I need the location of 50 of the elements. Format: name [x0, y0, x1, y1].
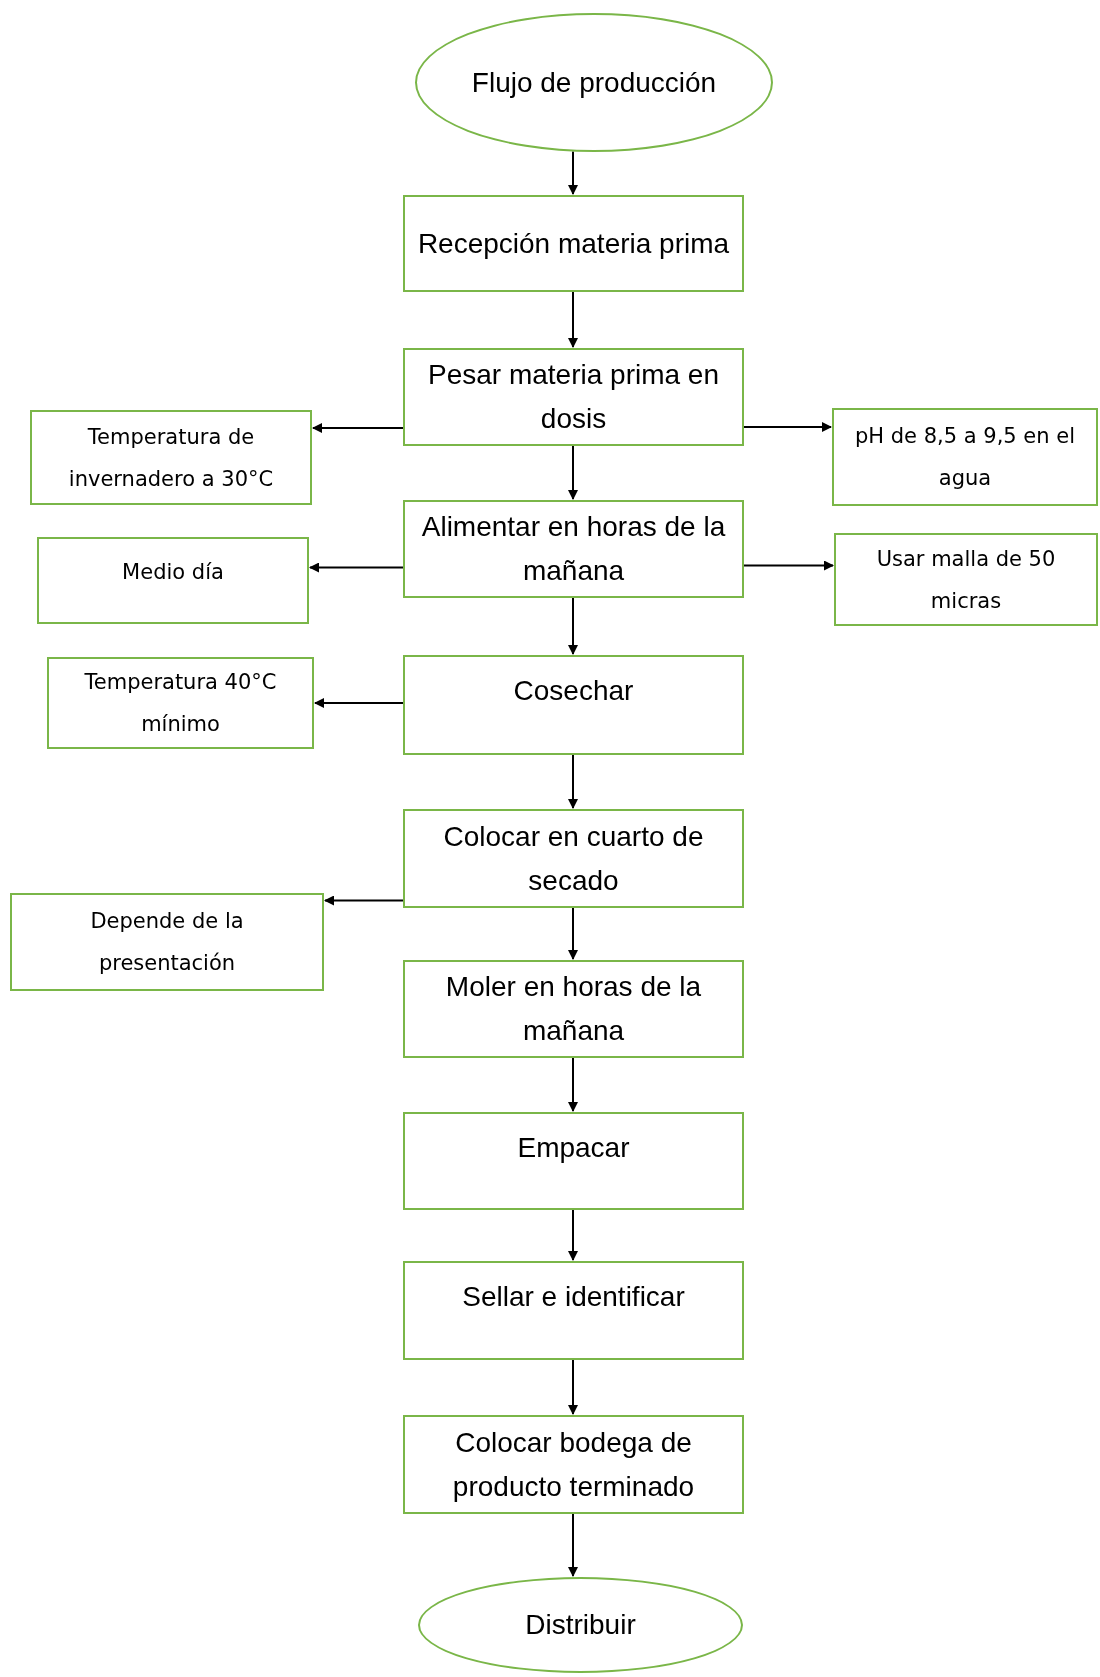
- process-box: [403, 655, 744, 755]
- arrow: [314, 698, 404, 708]
- arrow: [743, 560, 834, 571]
- process-box: [403, 1261, 744, 1360]
- note-box: [10, 893, 324, 991]
- node-label: Medio día: [122, 559, 224, 586]
- node-label: Pesar materia prima en dosis: [427, 358, 720, 436]
- terminal-ellipse: [418, 1577, 743, 1673]
- arrow: [309, 562, 404, 573]
- arrow: [568, 1209, 578, 1261]
- process-box: [403, 960, 744, 1058]
- arrow: [568, 907, 578, 960]
- node-label: Alimentar en horas de la mañana: [420, 510, 727, 588]
- arrow: [568, 754, 578, 809]
- node-label: Distribuir: [525, 1608, 636, 1642]
- terminal-ellipse: [415, 13, 773, 152]
- node-label: Moler en horas de la mañana: [444, 970, 703, 1048]
- node-label: Empacar: [517, 1131, 630, 1165]
- node-label: Flujo de producción: [471, 65, 717, 100]
- arrow: [568, 1513, 578, 1578]
- process-box: [403, 195, 744, 292]
- note-box: [832, 408, 1098, 506]
- node-label: Usar malla de 50 micras: [875, 545, 1057, 615]
- node-label: Colocar bodega de producto terminado: [451, 1425, 696, 1504]
- node-label: Temperatura 40°C mínimo: [83, 669, 278, 738]
- node-label: Cosechar: [513, 674, 634, 708]
- node-label: pH de 8,5 a 9,5 en el agua: [853, 423, 1077, 492]
- arrow: [568, 291, 578, 348]
- process-box: [403, 348, 744, 446]
- arrow: [743, 422, 832, 432]
- process-box: [403, 809, 744, 908]
- arrow: [568, 1359, 578, 1415]
- process-box: [403, 1415, 744, 1514]
- arrow: [568, 445, 578, 500]
- arrow: [568, 1057, 578, 1112]
- arrow: [568, 597, 578, 655]
- process-box: [403, 1112, 744, 1210]
- node-label: Sellar e identificar: [462, 1280, 685, 1314]
- arrow: [324, 895, 404, 906]
- note-box: [37, 537, 309, 624]
- node-label: Depende de la presentación: [89, 908, 245, 977]
- process-box: [403, 500, 744, 598]
- note-box: [30, 410, 312, 505]
- arrow: [312, 423, 404, 433]
- node-label: Colocar en cuarto de secado: [442, 819, 705, 898]
- arrow: [568, 150, 578, 195]
- note-box: [834, 533, 1098, 626]
- note-box: [47, 657, 314, 749]
- node-label: Temperatura de invernadero a 30°C: [67, 423, 275, 493]
- node-label: Recepción materia prima: [417, 226, 730, 261]
